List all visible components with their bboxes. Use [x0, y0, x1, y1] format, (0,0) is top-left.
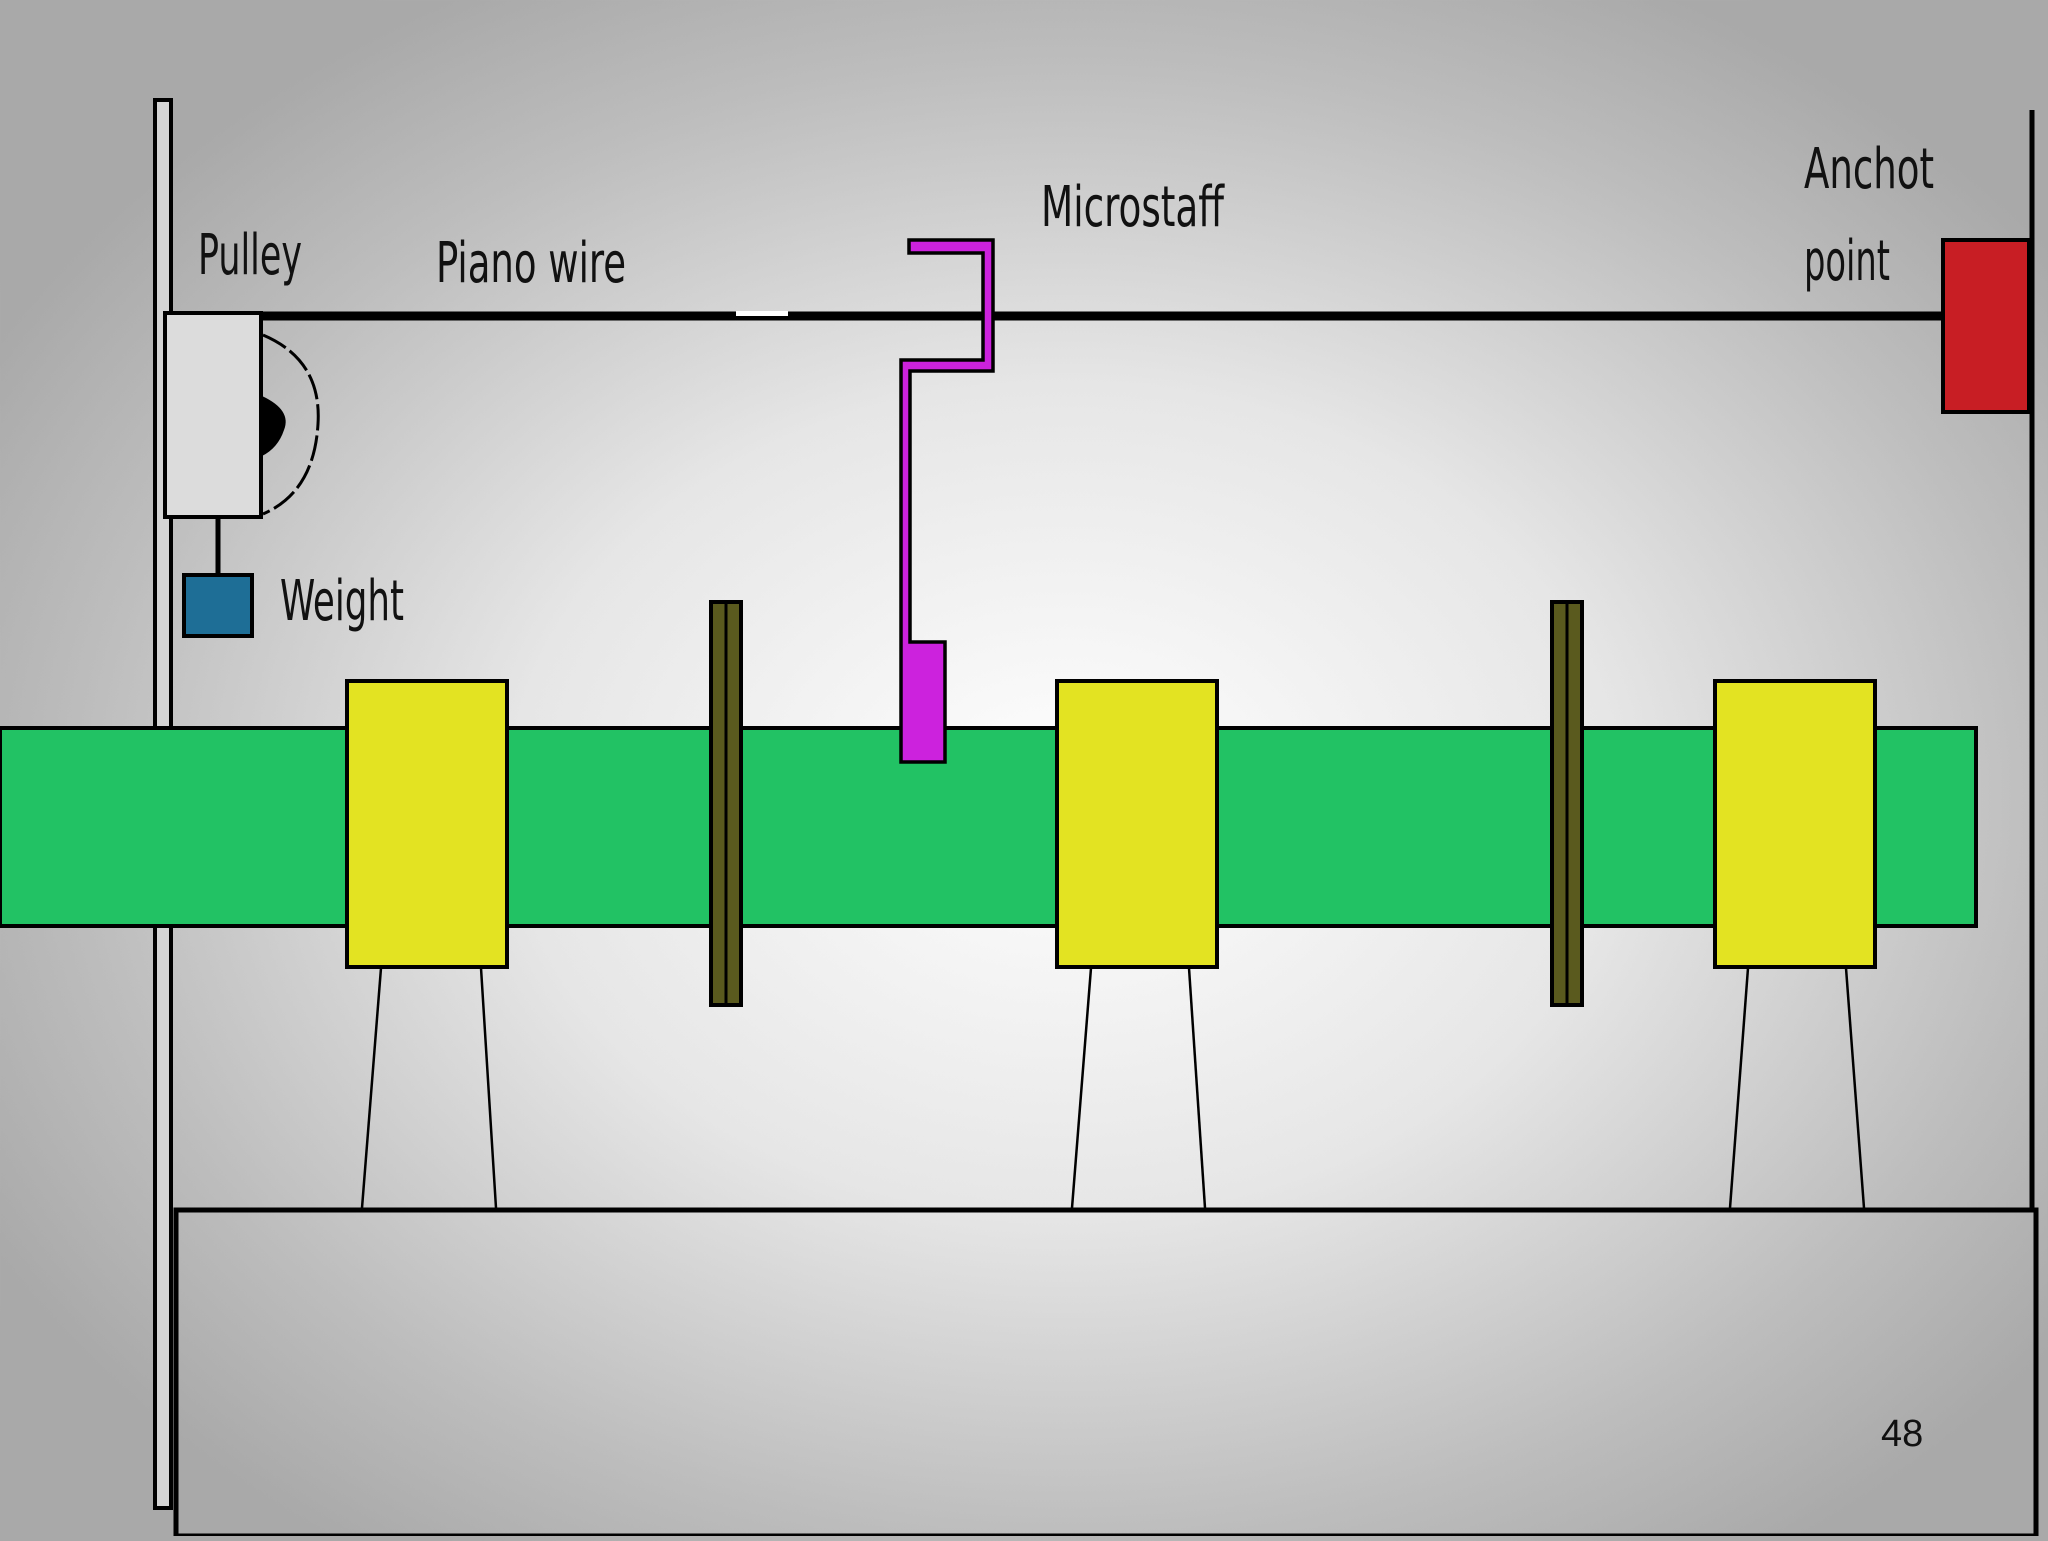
- collar-1: [709, 600, 743, 1007]
- weight-label: Weight: [280, 569, 404, 634]
- anchor-label-line1: Anchot: [1804, 137, 1934, 202]
- bearing-block-3: [1713, 679, 1877, 969]
- bearing-stand-2: [1070, 967, 1207, 1209]
- anchor-point: [1941, 238, 2031, 414]
- piano-wire-label: Piano wire: [436, 231, 626, 296]
- microstaff: [899, 238, 995, 764]
- collar-2: [1550, 600, 1584, 1007]
- bearing-block-2: [1055, 679, 1219, 969]
- pulley-housing: [163, 311, 263, 519]
- base-table: [173, 1207, 2039, 1539]
- anchor-label-line2: point: [1804, 229, 1890, 294]
- page-number: 48: [1881, 1413, 1923, 1455]
- pulley-label: Pulley: [198, 223, 302, 288]
- wire-marker: [736, 311, 788, 316]
- bearing-stand-1: [360, 967, 498, 1209]
- weight: [182, 573, 254, 638]
- shaft: [0, 726, 1978, 928]
- microstaff-label: Microstaff: [1041, 175, 1225, 240]
- pulley-wheel: [262, 333, 320, 516]
- pulley-hub: [262, 396, 286, 456]
- bearing-stand-3: [1728, 967, 1866, 1209]
- bearing-block-1: [345, 679, 509, 969]
